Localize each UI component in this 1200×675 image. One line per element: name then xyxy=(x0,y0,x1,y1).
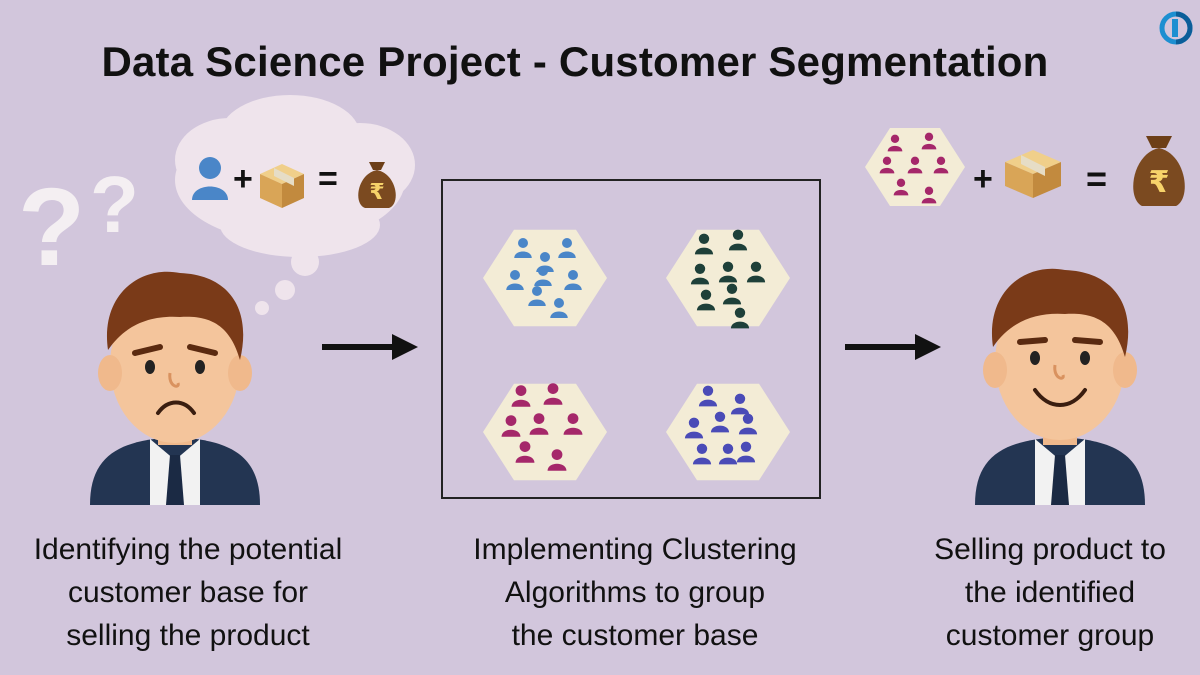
person-icon xyxy=(921,186,937,204)
arrow-right-icon xyxy=(322,334,418,360)
svg-text:₹: ₹ xyxy=(369,180,384,205)
cluster-hexagon-blue xyxy=(483,229,607,327)
person-icon xyxy=(893,178,909,196)
person-icon xyxy=(694,233,714,255)
person-icon xyxy=(547,449,567,471)
person-icon xyxy=(722,283,742,305)
caption-middle: Implementing Clustering Algorithms to gr… xyxy=(430,528,840,657)
person-icon xyxy=(690,263,710,285)
caption-left-line: customer base for xyxy=(67,576,309,609)
caption-middle-line: the customer base xyxy=(511,619,759,652)
person-icon xyxy=(506,270,524,290)
person-icon xyxy=(692,443,712,465)
money-bag-icon: ₹ xyxy=(358,162,396,208)
thought-equation: ₹ xyxy=(192,157,396,208)
person-icon xyxy=(528,286,546,306)
cluster-box xyxy=(441,179,821,499)
happy-seller-figure xyxy=(975,268,1145,505)
person-icon xyxy=(515,441,535,463)
person-icon xyxy=(738,413,758,435)
person-icon xyxy=(746,261,766,283)
plus-sign-right: + xyxy=(973,160,993,198)
caption-right-line: the identified xyxy=(964,576,1136,609)
person-icon xyxy=(558,238,576,258)
svg-text:?: ? xyxy=(90,160,139,249)
caption-left: Identifying the potential customer base … xyxy=(0,528,376,657)
person-icon xyxy=(879,156,895,174)
sad-customer-figure xyxy=(90,271,260,505)
logo-icon xyxy=(1159,11,1193,45)
person-icon xyxy=(511,385,531,407)
caption-middle-line: Algorithms to group xyxy=(504,576,766,609)
person-icon xyxy=(907,156,923,174)
person-icon xyxy=(543,383,563,405)
person-icon xyxy=(684,417,704,439)
person-icon xyxy=(698,385,718,407)
person-icon xyxy=(550,298,568,318)
identified-group-hexagon xyxy=(865,128,965,206)
arrow-right-icon xyxy=(845,334,941,360)
person-icon xyxy=(718,443,738,465)
person-icon xyxy=(887,134,903,152)
box-icon xyxy=(260,164,304,208)
plus-sign: + xyxy=(233,160,253,198)
cluster-groups xyxy=(483,229,790,481)
equals-sign-right: = xyxy=(1086,158,1108,199)
person-icon xyxy=(534,266,552,286)
caption-left-line: selling the product xyxy=(66,619,310,652)
person-icon xyxy=(710,411,730,433)
identified-group-icon xyxy=(865,128,965,206)
page-title: Data Science Project - Customer Segmenta… xyxy=(101,38,1049,85)
caption-left-line: Identifying the potential xyxy=(33,533,343,566)
person-icon xyxy=(728,229,748,251)
person-icon xyxy=(933,156,949,174)
person-icon xyxy=(529,413,549,435)
person-icon xyxy=(730,393,750,415)
person-icon xyxy=(514,238,532,258)
caption-right-line: customer group xyxy=(945,619,1155,652)
equals-sign: = xyxy=(318,160,338,198)
person-icon xyxy=(736,441,756,463)
caption-middle-line: Implementing Clustering xyxy=(473,533,797,566)
person-icon xyxy=(730,307,750,329)
question-mark-icon: ? ? xyxy=(18,160,139,289)
person-icon xyxy=(564,270,582,290)
caption-right: Selling product to the identified custom… xyxy=(900,528,1200,657)
person-icon xyxy=(718,261,738,283)
person-icon xyxy=(501,415,521,437)
person-icon xyxy=(563,413,583,435)
money-bag-icon: ₹ xyxy=(1133,136,1185,206)
svg-text:?: ? xyxy=(18,166,85,289)
person-icon xyxy=(696,289,716,311)
rupee-symbol: ₹ xyxy=(1149,165,1170,200)
person-icon xyxy=(921,132,937,150)
box-icon xyxy=(1005,150,1061,198)
person-icon xyxy=(192,157,228,200)
caption-right-line: Selling product to xyxy=(934,533,1166,566)
